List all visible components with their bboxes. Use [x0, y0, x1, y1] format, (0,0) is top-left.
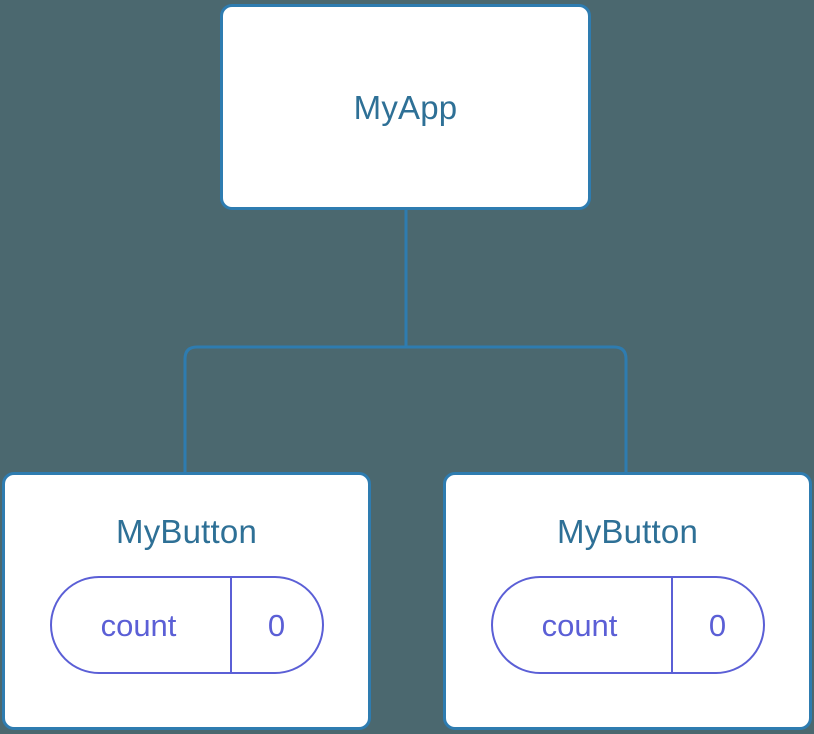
edge-myapp-to-mybutton-2: [406, 345, 628, 472]
node-mybutton-2[interactable]: MyButton count 0: [443, 472, 812, 730]
state-pill-mybutton-1[interactable]: count 0: [49, 576, 324, 674]
node-mybutton-2-title: MyButton: [557, 513, 698, 550]
state-key-label: count: [100, 607, 177, 643]
state-pill-mybutton-2[interactable]: count 0: [490, 576, 765, 674]
node-myapp[interactable]: MyApp: [220, 4, 591, 210]
node-mybutton-1-title: MyButton: [116, 513, 257, 550]
state-value-label: 0: [229, 578, 322, 672]
node-myapp-title: MyApp: [353, 88, 458, 126]
node-mybutton-1[interactable]: MyButton count 0: [2, 472, 371, 730]
edge-myapp-to-mybutton-1: [183, 345, 406, 472]
state-key-label: count: [541, 607, 618, 643]
state-value-label: 0: [670, 578, 763, 672]
